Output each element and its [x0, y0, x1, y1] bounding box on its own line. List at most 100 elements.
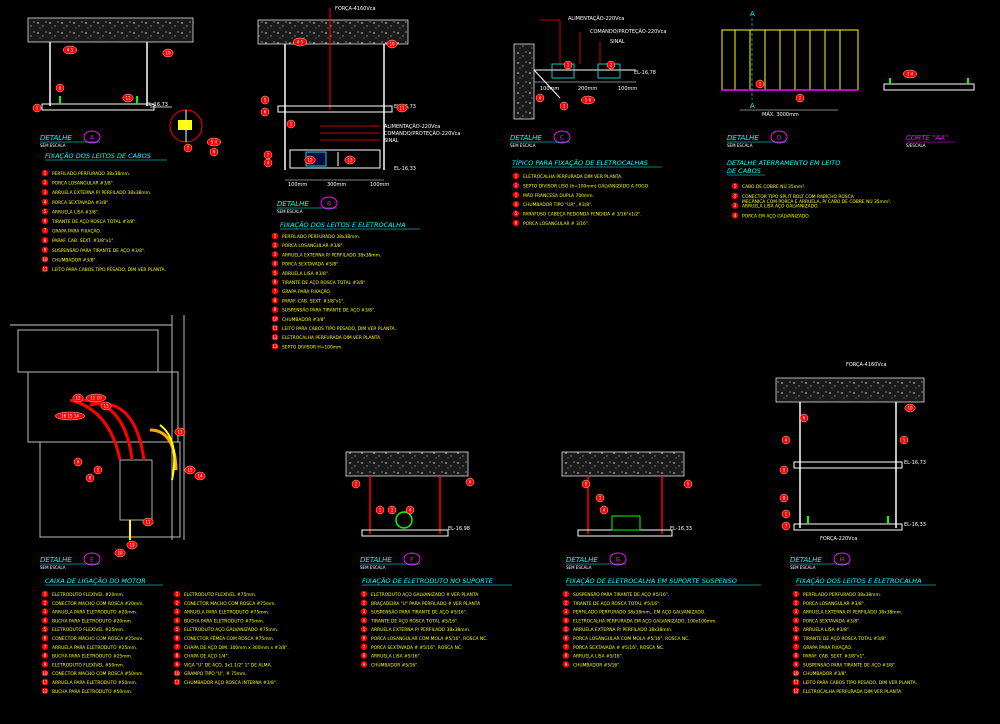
legend-marker	[512, 172, 520, 180]
legend-marker	[360, 617, 368, 624]
legend-marker	[271, 334, 279, 341]
legend-marker	[41, 661, 49, 668]
detail-b-drawing	[257, 8, 409, 181]
legend-number: 9	[176, 662, 179, 667]
callout-balloon: 20	[114, 548, 126, 558]
callout-balloon: 6	[260, 107, 270, 117]
callout-number: 4	[77, 460, 80, 465]
detail-scale: SEM ESCALA	[360, 565, 386, 570]
legend-marker	[792, 687, 800, 694]
legend-number: 11	[42, 680, 48, 685]
callout-number: 4	[267, 161, 270, 166]
legend-number: 10	[272, 316, 278, 321]
legend-marker	[512, 182, 520, 189]
legend-item-text: CONECTOR MACHO COM ROSCA #75mm.	[184, 601, 276, 607]
detail-heading: TÍPICO PARA FIXAÇÃO DE ELETROCALHAS	[512, 158, 648, 167]
callout-balloon: 7	[183, 143, 193, 153]
callout-number: 2	[610, 63, 613, 68]
legend-marker	[271, 251, 279, 258]
callout-balloon: 6	[465, 477, 475, 487]
label-el-c: EL-16,78	[634, 70, 656, 76]
legend-item-text: CHUMBADOR #3/8".	[52, 257, 97, 263]
legend-number: 4	[363, 618, 366, 623]
legend-item-text: CHAPA DE AÇO 1/4".	[184, 654, 229, 660]
legend-marker	[173, 634, 181, 642]
legend-number: 7	[44, 644, 47, 649]
detail-word: DETALHE	[40, 134, 72, 142]
legend-item-text: CHAPA DE AÇO DIM. 300mm x 300mm x #3/8".	[184, 645, 289, 651]
legend-number: 8	[565, 653, 568, 658]
legend-marker	[360, 590, 368, 598]
callout-number: 8	[89, 476, 92, 481]
callout-balloon: 1	[781, 509, 791, 519]
detail-word: DETALHE	[277, 200, 309, 208]
legend-marker	[173, 599, 181, 606]
detail-heading: FIXAÇÃO DOS LEITOS E ELETROCALHA	[796, 576, 922, 585]
legend-item-text: PERFILADO PERFURADO 38x38mm., EM AÇO GAL…	[573, 610, 705, 616]
slab-b	[257, 19, 409, 45]
legend-number: 7	[44, 228, 47, 233]
detail-letter-bubble	[320, 196, 338, 210]
callout-number: 20	[117, 551, 123, 556]
tray-b-lower	[289, 149, 381, 169]
legend-number: 5	[565, 627, 568, 632]
callout-number: 6	[803, 416, 806, 421]
callout-number: 1	[36, 106, 39, 111]
legend-number: 4	[44, 618, 47, 623]
callout-balloon: 5 4	[206, 137, 221, 147]
callout-balloon: 11	[122, 93, 134, 103]
callout-number: 10	[389, 42, 395, 47]
legend-item-text: ARRUELA EXTERNA P/ PERFILADO 38x38mm.	[803, 610, 902, 616]
legend-item-text: PORCA SEXTAVADA # #5/16", ROSCA NC.	[573, 645, 664, 651]
detail-letter: H	[840, 557, 845, 564]
legend-item-text: SEPTO DIVISOR LISO (h=100mm) GALVANIZADO…	[523, 183, 649, 189]
legend-marker	[792, 617, 800, 624]
legend-marker	[271, 343, 279, 350]
legend-number: 3	[176, 609, 179, 614]
detail-letter-bubble	[553, 130, 571, 144]
callout-balloon: 5	[260, 95, 270, 105]
detail-g-drawing	[561, 451, 685, 537]
callout-balloon: 2	[795, 93, 805, 103]
legend-number: 2	[363, 600, 366, 605]
legend-number: 5	[795, 627, 798, 632]
legend-item-text: CHUMBADOR TIPO "UR", #3/8".	[523, 202, 592, 208]
legend-item-text: ARRUELA EXTERNA P/ PERFILADO 38x38mm.	[52, 190, 151, 196]
detail-letter: A	[90, 135, 95, 142]
legend-marker	[792, 590, 800, 598]
legend-item-text: BUCHA PARA ELETRODUTO #25mm.	[52, 654, 132, 660]
legend-number: 1	[515, 174, 518, 179]
callout-balloon: 16 15 14	[55, 411, 86, 421]
legend-marker	[271, 232, 279, 240]
legend-marker	[41, 179, 49, 186]
legend-number: 8	[363, 653, 366, 658]
legend-item-text: CHUMBADOR #5/16".	[371, 662, 419, 668]
detail-d-drawing	[721, 18, 975, 111]
legend-item-text: LEITO PARA CABOS TIPO PESADO, DIM VER PL…	[52, 267, 166, 273]
callout-number: 12	[75, 396, 81, 401]
legend-item-text: TIRANTE DE AÇO ROSCA TOTAL #5/16".	[572, 601, 660, 607]
callout-balloon: 3 4	[903, 69, 918, 79]
label-dim-c3: 100mm	[618, 86, 637, 92]
callout-number: 3	[599, 496, 602, 501]
callout-number: 5 4	[211, 140, 218, 145]
label-el-f: EL-16,98	[448, 526, 470, 532]
callout-balloon: 7	[781, 521, 791, 531]
callout-number: 10	[907, 406, 913, 411]
detail-scale: SEM ESCALA	[790, 565, 816, 570]
legend-marker	[360, 634, 368, 642]
legend-marker	[562, 590, 570, 598]
legend-number: 1	[795, 592, 798, 597]
legend-item-text: ARRUELA LISA #3/8".	[282, 271, 329, 277]
detail-f-drawing	[345, 451, 469, 537]
legend-number: 2	[795, 600, 798, 605]
legend-marker	[562, 643, 570, 650]
label-section-a-bot: A	[750, 102, 755, 110]
legend-item-text: PORCA LOSANGULAR #3/8".	[803, 601, 865, 607]
label-section-a-top: A	[750, 10, 755, 18]
legend-marker	[792, 661, 800, 668]
